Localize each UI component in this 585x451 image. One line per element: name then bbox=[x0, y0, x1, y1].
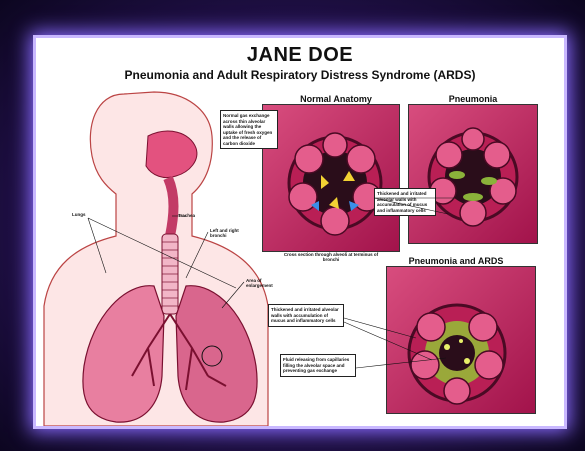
ards-pointer-lines bbox=[36, 38, 564, 426]
medical-illustration-board: JANE DOE Pneumonia and Adult Respiratory… bbox=[36, 38, 564, 426]
banner-text bbox=[0, 0, 585, 22]
top-banner bbox=[0, 0, 585, 22]
